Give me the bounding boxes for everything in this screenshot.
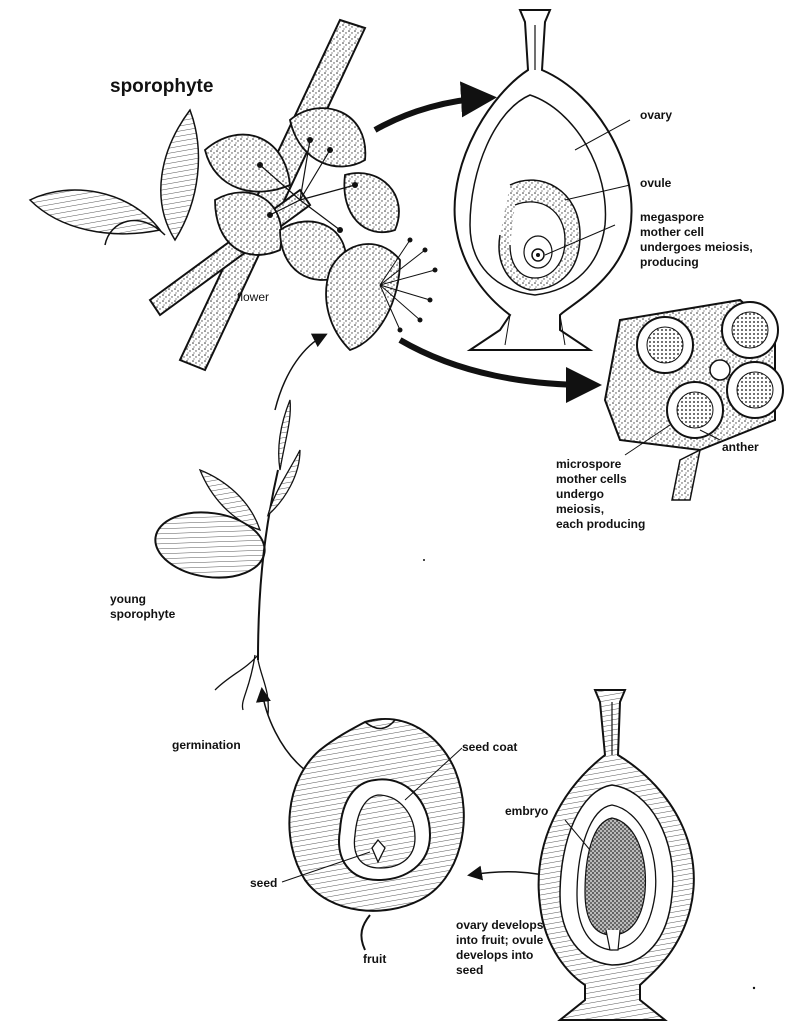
mature-pistil [539,690,694,1020]
seed-coat-label: seed coat [462,740,517,755]
flower-label: flower [237,290,269,305]
sporophyte-title: sporophyte [110,76,213,98]
fruit-label: fruit [363,952,386,967]
germination-label: germination [172,738,241,753]
ovary-develops-label: ovary develops into fruit; ovule develop… [456,918,543,978]
arrow-to-flower [275,335,325,410]
seed-label: seed [250,876,277,891]
anther-label: anther [722,440,759,455]
megaspore-label: megaspore mother cell undergoes meiosis,… [640,210,753,270]
arrow-to-ovary [375,98,485,130]
flowering-branch [30,20,365,370]
young-sporophyte-label: young sporophyte [110,592,175,622]
embryo-label: embryo [505,804,548,819]
microspore-label: microspore mother cells undergo meiosis,… [556,457,645,532]
ovary-label: ovary [640,108,672,123]
ovule-label: ovule [640,176,671,191]
flower [205,108,438,350]
young-sporophyte [151,400,300,715]
pistil-section [455,10,632,350]
fruit [289,719,463,950]
